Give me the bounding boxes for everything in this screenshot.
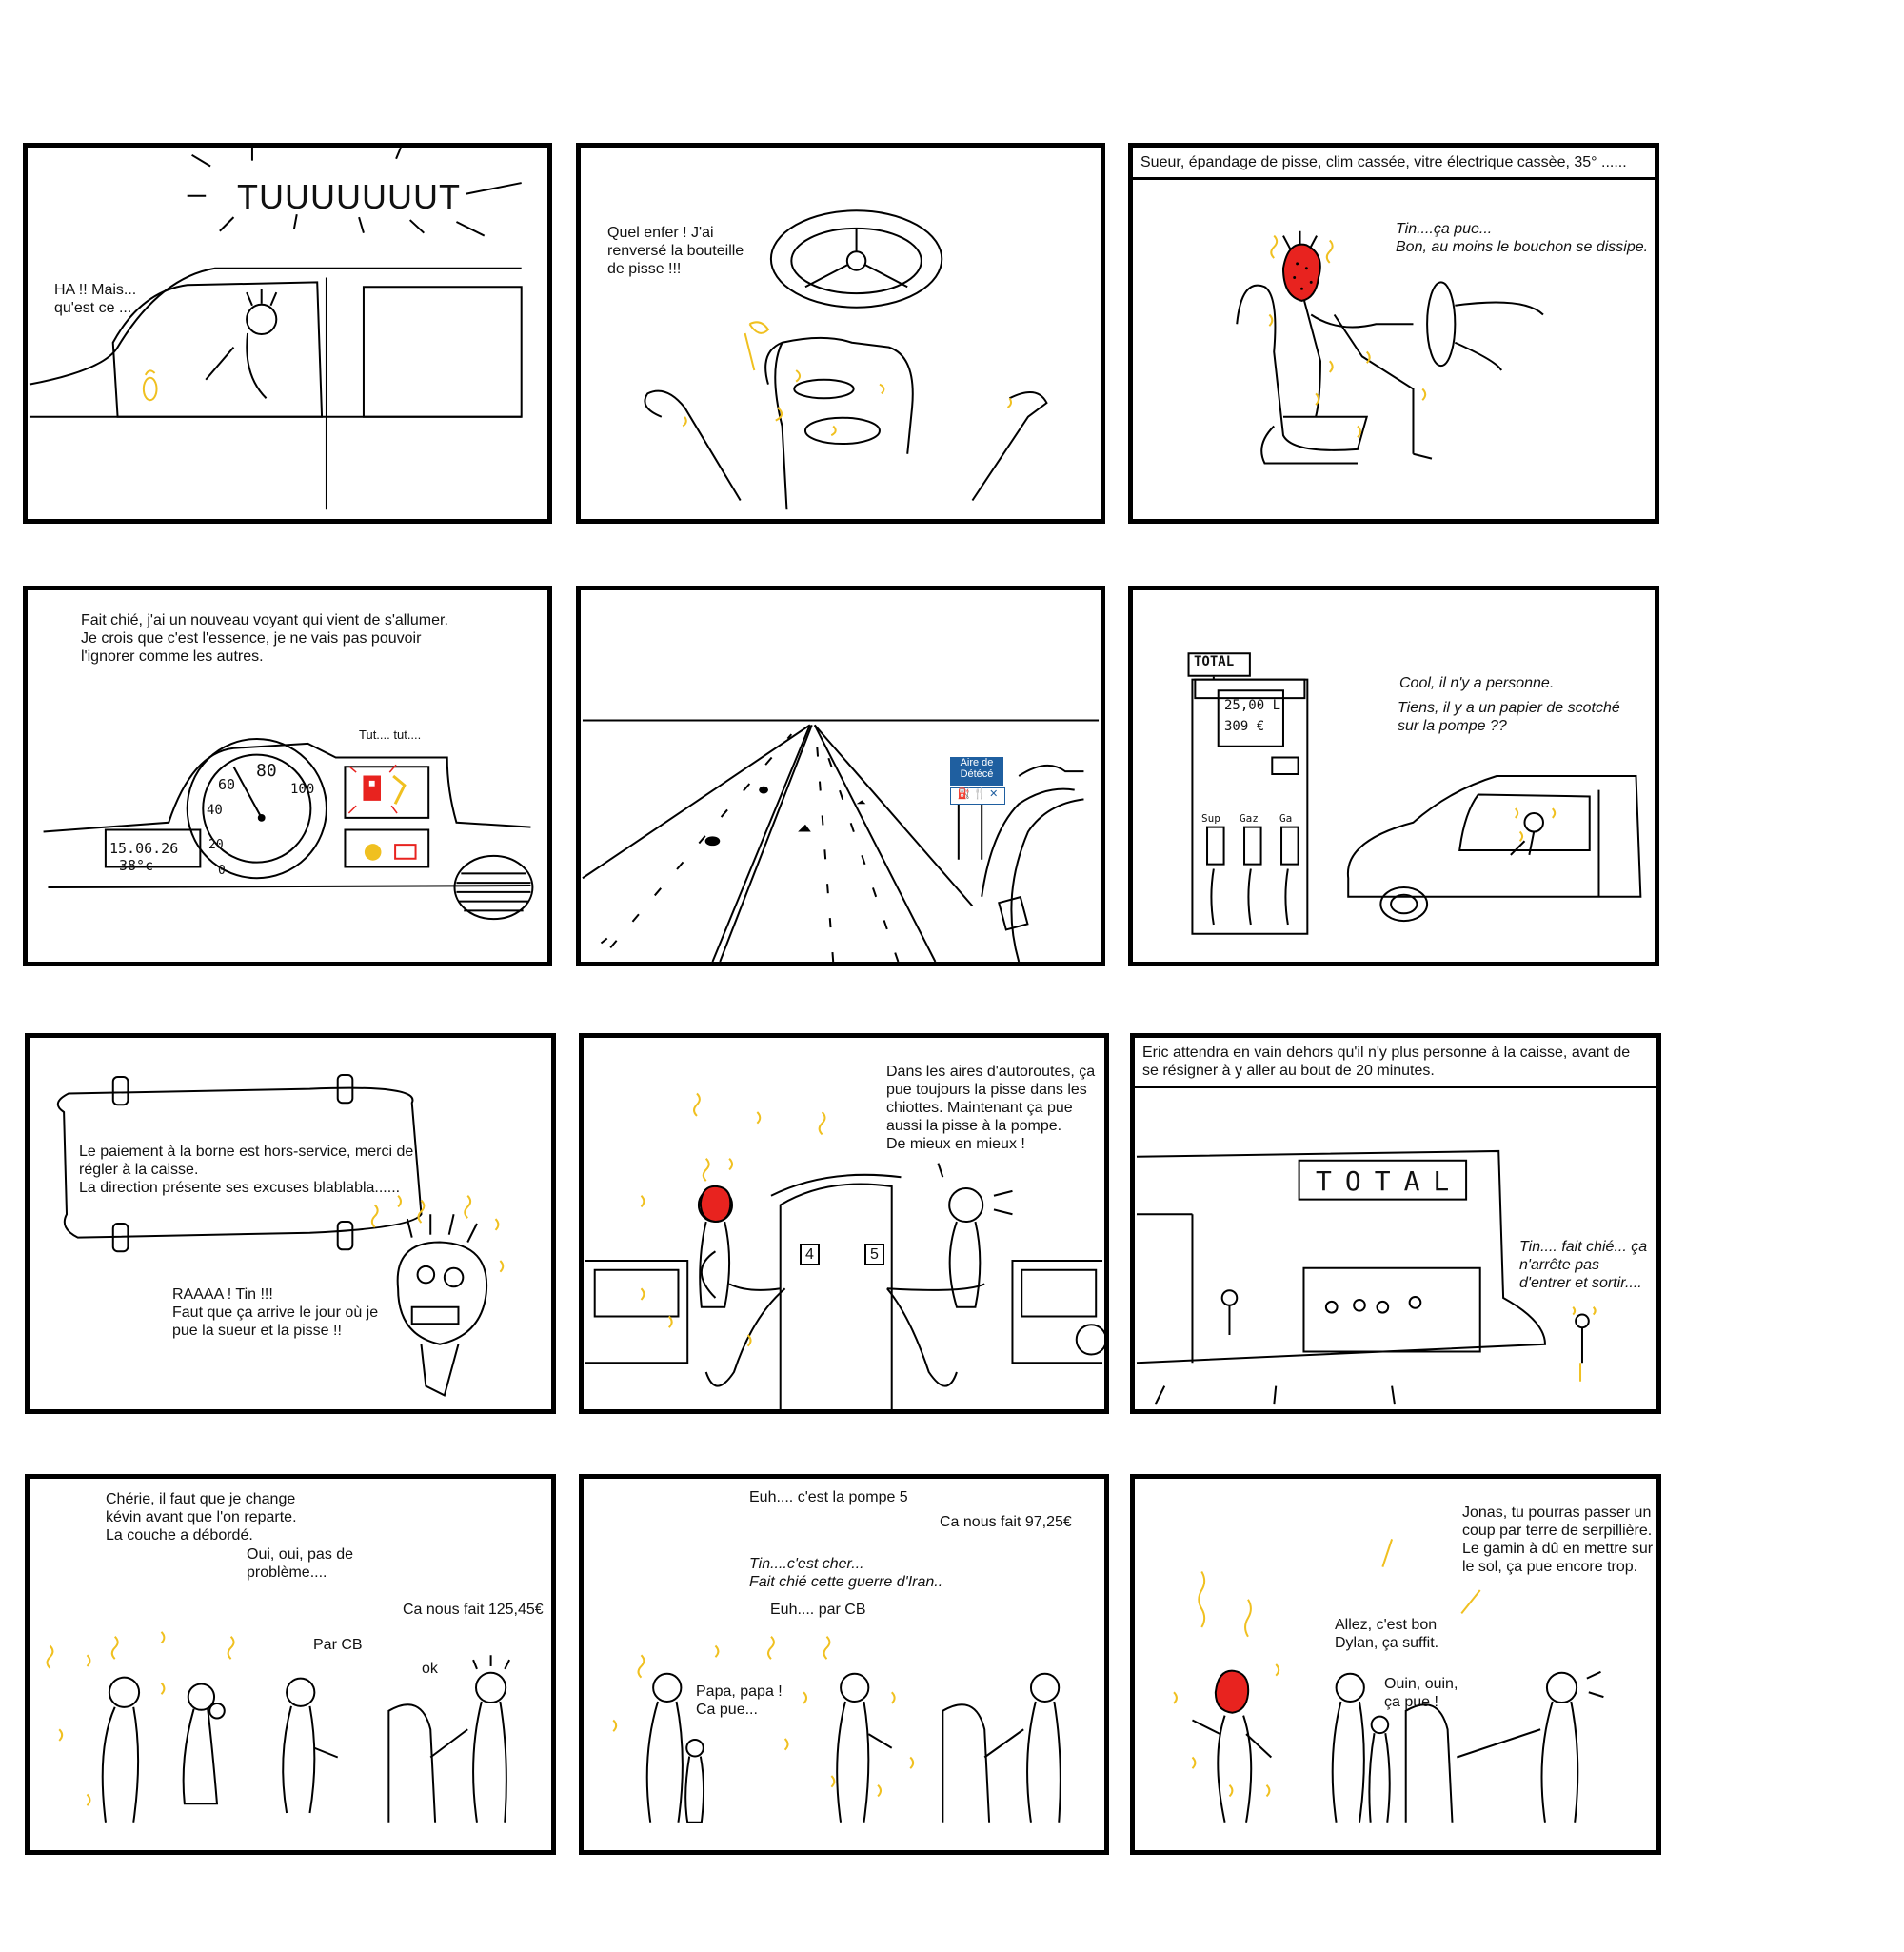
pump-label-3: Ga <box>1279 812 1293 825</box>
speech-bubble-3: Ouin, ouin, ça pue ! <box>1384 1676 1458 1710</box>
gas-station-drawing <box>1133 590 1655 962</box>
pump-label-2: Gaz <box>1240 812 1259 825</box>
panel-7: Le paiement à la borne est hors-service,… <box>25 1033 556 1414</box>
pump-scene-drawing <box>584 1038 1104 1409</box>
speech-bubble-2: Oui, oui, pas de problème.... <box>247 1546 354 1581</box>
station-shop-drawing <box>1135 1038 1656 1409</box>
steering-wheel-drawing <box>581 148 1101 519</box>
speech-bubble-5: ok <box>422 1661 438 1677</box>
speech-bubble: Tin.... fait chié... ça n'arrête pas d'e… <box>1519 1239 1648 1291</box>
pump-number-4: 4 <box>800 1244 820 1265</box>
panel-2: Quel enfer ! J'ai renversé la bouteille … <box>576 143 1105 524</box>
payment-notice: Le paiement à la borne est hors-service,… <box>79 1144 414 1196</box>
pump-label-1: Sup <box>1201 812 1220 825</box>
gauge-80: 80 <box>256 761 277 781</box>
panel-4: Fait chié, j'ai un nouveau voyant qui vi… <box>23 586 552 966</box>
pump-price: 309 € <box>1224 719 1265 734</box>
speech-bubble: RAAAA ! Tin !!! Faut que ça arrive le jo… <box>172 1286 379 1339</box>
speech-bubble-1: Cool, il n'y a personne. <box>1399 675 1555 691</box>
horn-sound: TUUUUUUUT <box>237 177 461 216</box>
speech-bubble-2: Ca nous fait 97,25€ <box>940 1514 1072 1530</box>
speech-bubble-2: Tiens, il y a un papier de scotché sur l… <box>1398 700 1620 734</box>
service-icons-sign: ⛽ 🍴 ✕ <box>950 787 1005 805</box>
panel-1: TUUUUUUUT HA !! Mais... qu'est ce ... <box>23 143 552 524</box>
panel-3: Sueur, épandage de pisse, clim cassée, v… <box>1128 143 1659 524</box>
highway-drawing <box>581 590 1101 962</box>
speech-bubble-3: Ca nous fait 125,45€ <box>403 1602 544 1618</box>
speech-bubble-2: Allez, c'est bon Dylan, ça suffit. <box>1335 1617 1439 1651</box>
pump-number-5: 5 <box>864 1244 884 1265</box>
speech-bubble: Tin....ça pue... Bon, au moins le boucho… <box>1396 221 1649 255</box>
caption-box: Eric attendra en vain dehors qu'il n'y p… <box>1135 1038 1656 1088</box>
station-sign: TOTAL <box>1316 1165 1463 1197</box>
panel-5: Aire de Détécé ⛽ 🍴 ✕ <box>576 586 1105 966</box>
gauge-0: 0 <box>218 864 226 878</box>
sign-line-2: Détécé <box>960 768 994 780</box>
sign-line-1: Aire de <box>960 757 994 768</box>
beep-sound: Tut.... tut.... <box>359 727 422 742</box>
speech-bubble-5: Papa, papa ! Ca pue... <box>696 1683 783 1718</box>
checkout-scene-drawing <box>30 1479 551 1850</box>
speech-bubble-3: Tin....c'est cher... Fait chié cette gue… <box>749 1556 943 1590</box>
panel-8: 4 5 Dans les aires d'autoroutes, ça pue … <box>579 1033 1109 1414</box>
speech-bubble: HA !! Mais... qu'est ce ... <box>54 282 137 316</box>
speech-bubble: Quel enfer ! J'ai renversé la bouteille … <box>607 225 744 277</box>
speech-bubble-1: Chérie, il faut que je change kévin avan… <box>106 1491 297 1544</box>
dash-date: 15.06.26 <box>109 840 179 857</box>
sweaty-driver-drawing <box>1133 148 1655 519</box>
checkout-scene-drawing <box>1135 1479 1656 1850</box>
gauge-60: 60 <box>218 776 236 793</box>
caption-box: Sueur, épandage de pisse, clim cassée, v… <box>1133 148 1655 180</box>
speech-bubble: Fait chié, j'ai un nouveau voyant qui vi… <box>81 612 448 665</box>
car-side-drawing <box>28 148 547 519</box>
panel-12: Jonas, tu pourras passer un coup par ter… <box>1130 1474 1661 1855</box>
speech-bubble-1: Jonas, tu pourras passer un coup par ter… <box>1462 1504 1654 1575</box>
panel-10: Chérie, il faut que je change kévin avan… <box>25 1474 556 1855</box>
checkout-scene-drawing <box>584 1479 1104 1850</box>
station-sign: TOTAL <box>1194 654 1235 669</box>
speech-bubble-1: Euh.... c'est la pompe 5 <box>749 1489 908 1505</box>
gauge-100: 100 <box>290 782 315 797</box>
panel-9: Eric attendra en vain dehors qu'il n'y p… <box>1130 1033 1661 1414</box>
gauge-40: 40 <box>207 803 223 818</box>
speech-bubble-4: Par CB <box>313 1637 363 1653</box>
dashboard-drawing <box>28 590 547 962</box>
panel-6: TOTAL 25,00 L 309 € Sup Gaz Ga Cool, il … <box>1128 586 1659 966</box>
rest-area-sign: Aire de Détécé <box>950 757 1003 786</box>
panel-11: Euh.... c'est la pompe 5 Ca nous fait 97… <box>579 1474 1109 1855</box>
speech-bubble-4: Euh.... par CB <box>770 1602 866 1618</box>
dash-temperature: 38°c <box>119 857 154 874</box>
pump-liters: 25,00 L <box>1224 698 1281 713</box>
speech-bubble: Dans les aires d'autoroutes, ça pue touj… <box>886 1064 1096 1152</box>
gauge-20: 20 <box>208 838 224 852</box>
notice-and-face-drawing <box>30 1038 551 1409</box>
